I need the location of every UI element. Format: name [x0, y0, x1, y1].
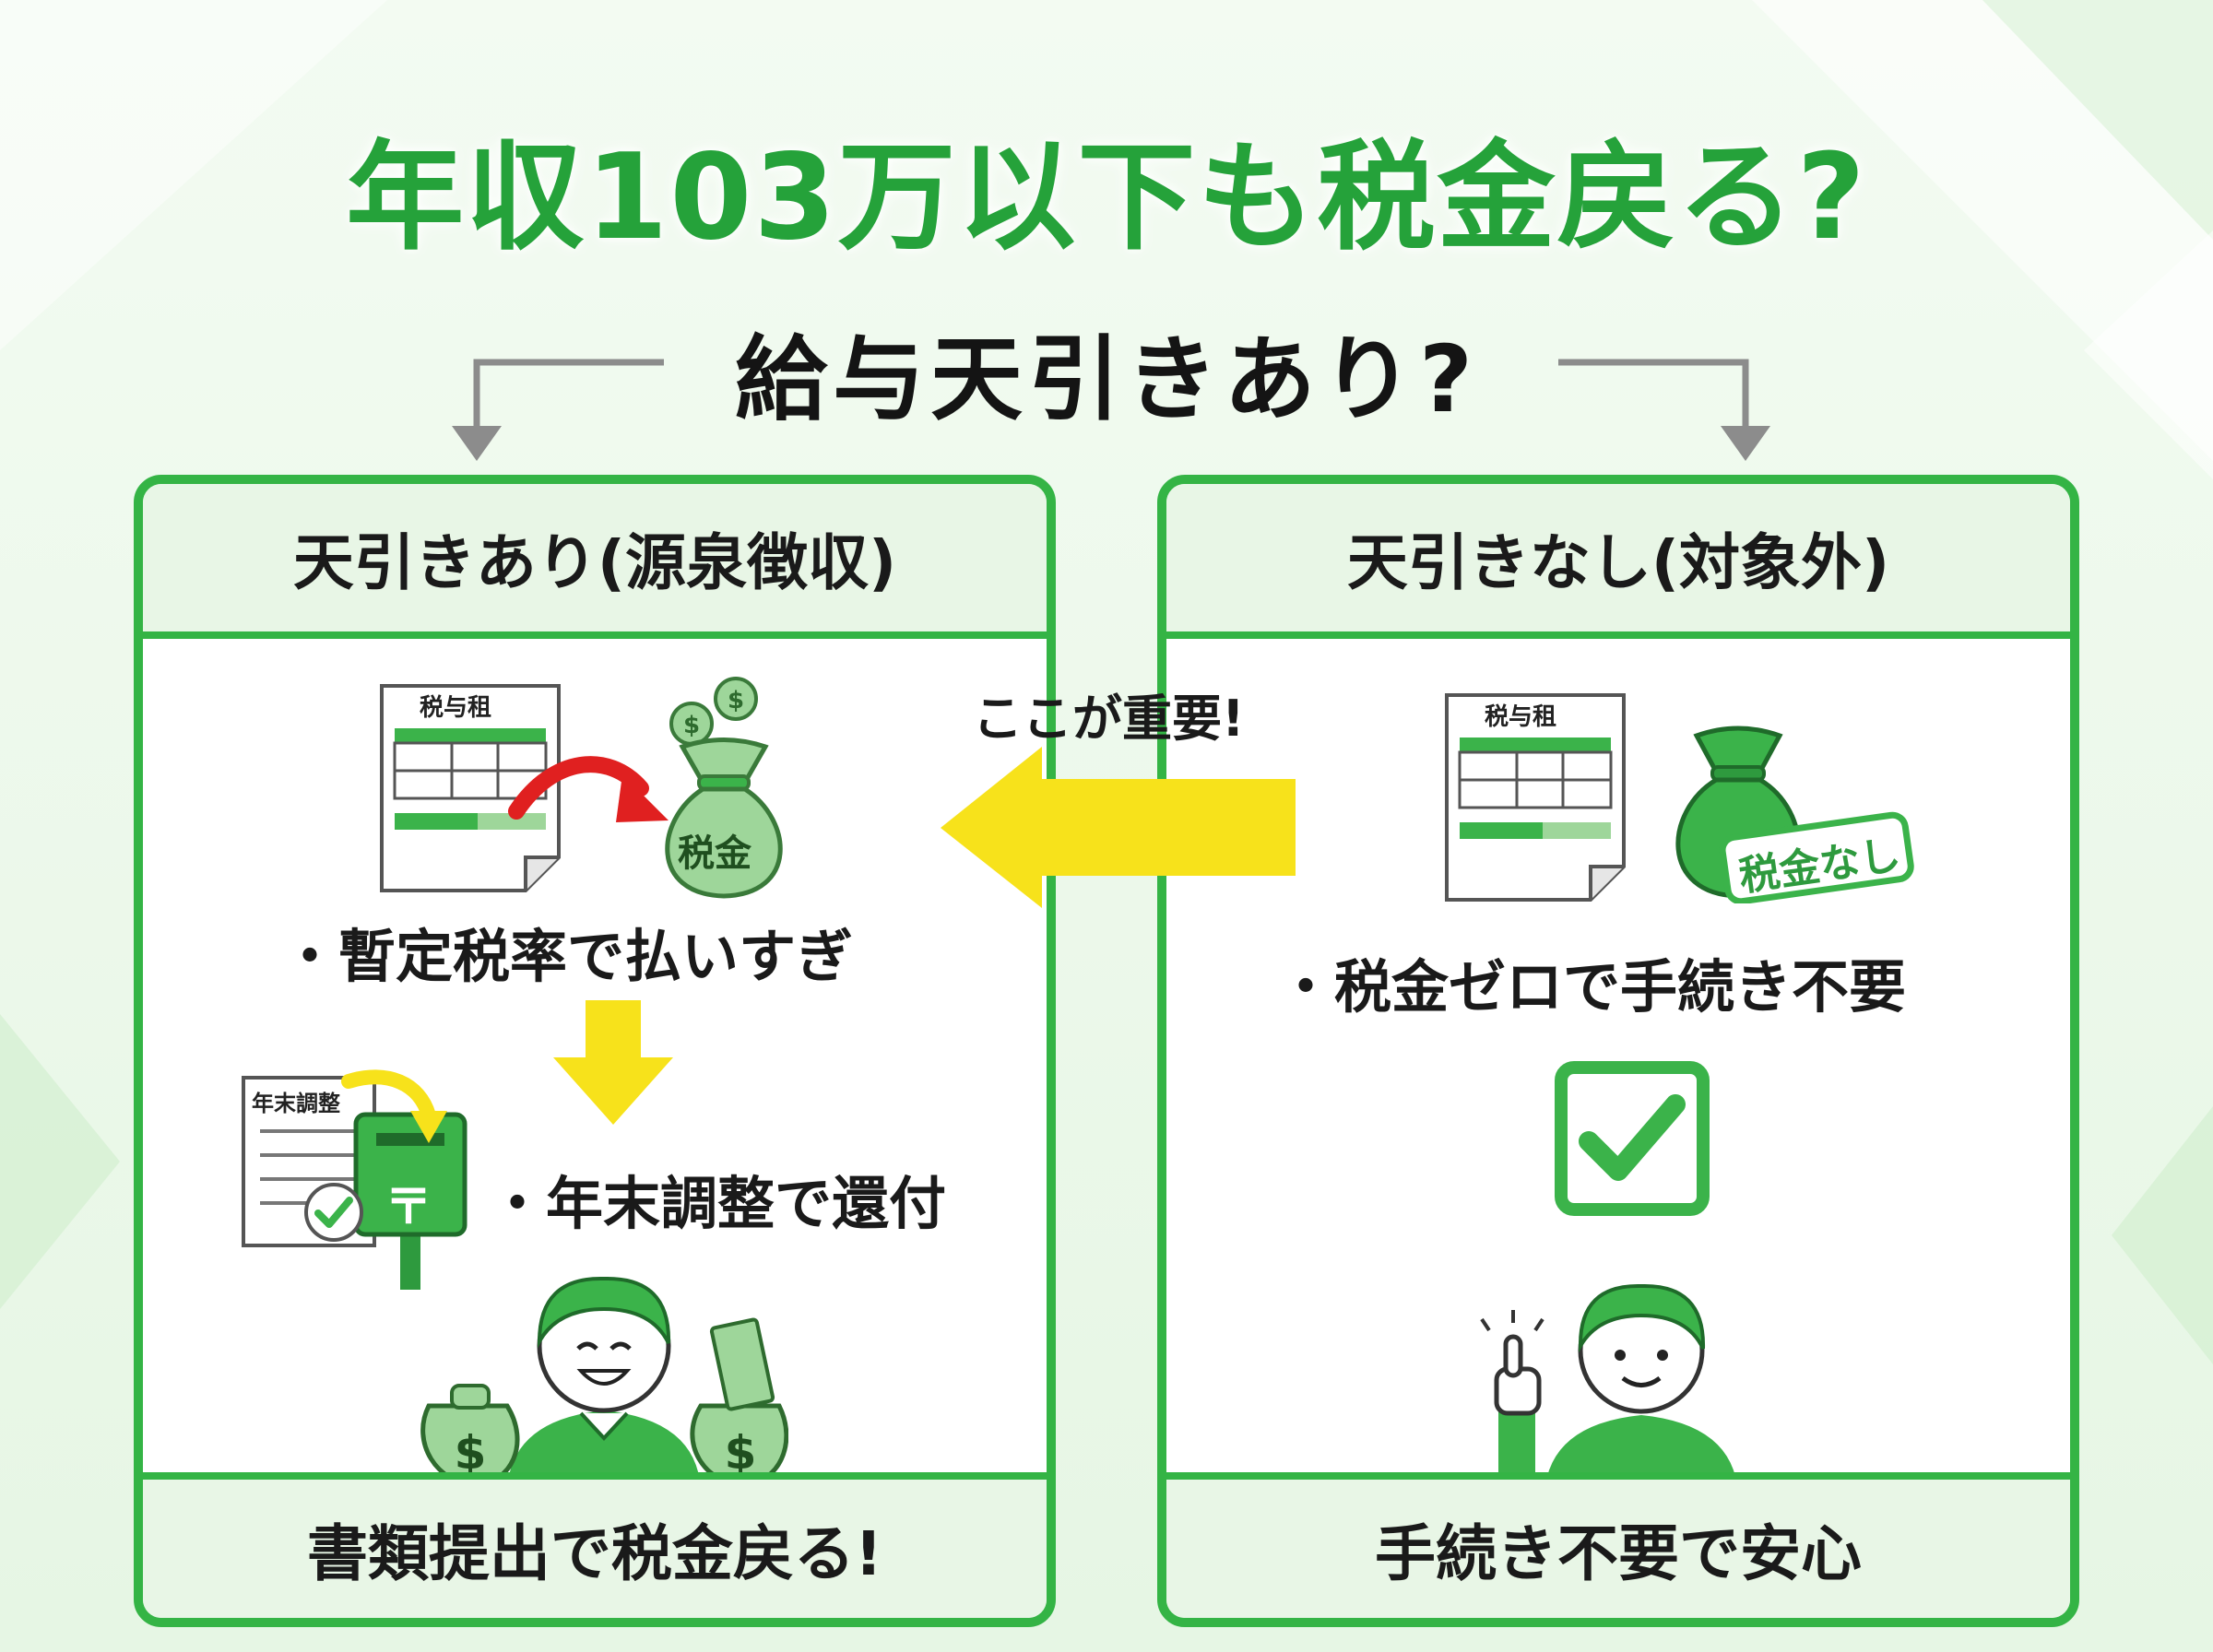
thumbs-up-man-icon: [1480, 1283, 1738, 1493]
page-title: 年収103万以下も税金戻る?: [346, 129, 1867, 266]
svg-text:$: $: [728, 687, 744, 714]
overpaid-bullet: ・暫定税率で払いすぎ: [281, 923, 854, 990]
money-bag-icon: [665, 738, 783, 899]
mailbox-icon: [353, 1112, 467, 1290]
yellow-left-arrow-icon: [941, 747, 1296, 908]
svg-text:$: $: [725, 1426, 757, 1480]
refund-bullet: ・年末調整で還付: [489, 1170, 947, 1237]
check-badge-icon: [304, 1183, 363, 1242]
mailbox-mark: 〒: [385, 1180, 433, 1235]
branch-arrow-right: [1558, 359, 1749, 433]
withholding-panel-header: 天引きあり(源泉徴収): [143, 484, 1047, 639]
payslip-icon: [380, 684, 561, 892]
coin-icon: $ $: [669, 677, 758, 746]
no-tax-bullet: ・税金ゼロで手続き不要: [1277, 953, 1907, 1021]
money-bag-label: 税金: [678, 832, 751, 875]
year-end-form-label: 年末調整: [252, 1091, 340, 1116]
branch-arrow-left: [473, 359, 664, 433]
branch-arrow-left-head: [452, 426, 502, 461]
important-callout: ここが重要!: [973, 690, 1245, 748]
no-withholding-panel: 天引きなし(対象外) 税与租 税金なし ・税金ゼロで手続き不要: [1157, 475, 2079, 1627]
payslip-label: 税与租: [420, 694, 492, 722]
withholding-panel-footer: 書類提出で税金戻る!: [143, 1472, 1047, 1618]
red-arrow-icon: [508, 756, 669, 822]
tax-free-stamp-icon: [1719, 811, 1914, 903]
question-heading: 給与天引きあり?: [734, 325, 1478, 433]
svg-text:$: $: [455, 1426, 487, 1480]
no-withholding-panel-footer: 手続き不要で安心: [1166, 1472, 2070, 1618]
branch-arrows: [452, 359, 1770, 461]
checkbox-check-icon: [1555, 1061, 1710, 1216]
withholding-panel: 天引きあり(源泉徴収) 税与租 $ $ 税金 ・暫定税率で払いすぎ: [134, 475, 1056, 1627]
payslip-label: 税与租: [1485, 703, 1557, 731]
branch-arrow-right-head: [1721, 426, 1770, 461]
no-withholding-panel-header: 天引きなし(対象外): [1166, 484, 2070, 639]
down-arrow-icon: [553, 1000, 673, 1125]
payslip-icon: [1445, 693, 1626, 902]
svg-text:$: $: [683, 712, 700, 739]
yellow-curve-arrow-icon: [341, 1069, 447, 1143]
happy-man-icon: $ $: [420, 1276, 788, 1489]
